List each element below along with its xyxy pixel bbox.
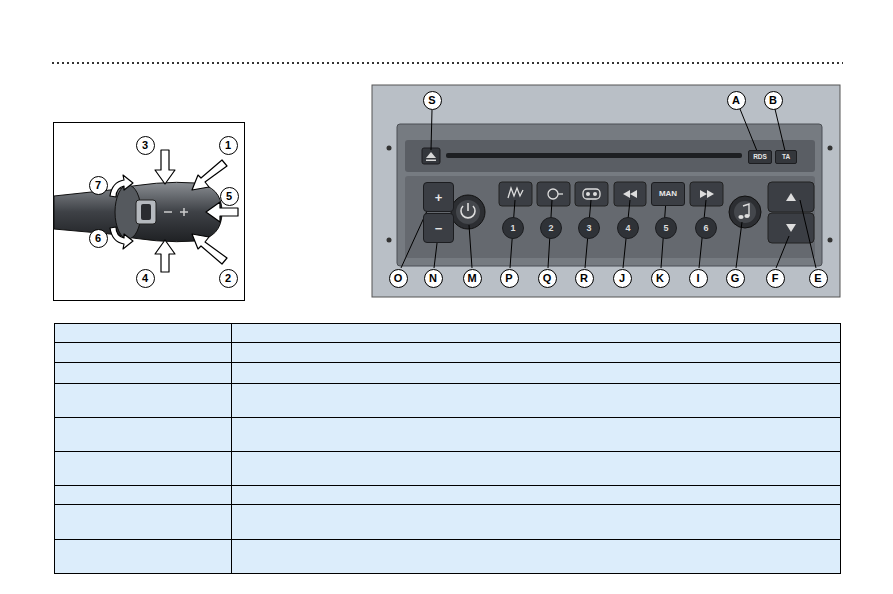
callout-letter: K xyxy=(651,269,670,288)
button-label: + xyxy=(435,191,443,204)
steering-stalk xyxy=(54,182,222,241)
callout-number: 4 xyxy=(136,269,155,288)
preset-button: 4 xyxy=(617,217,639,239)
button-label: 4 xyxy=(625,224,630,233)
callout-letter: R xyxy=(575,269,594,288)
stalk-frame xyxy=(54,123,245,301)
callout-number: 5 xyxy=(220,187,239,206)
callout-letter: G xyxy=(726,269,745,288)
callout-letter: M xyxy=(463,269,482,288)
leader-lines xyxy=(401,109,816,268)
callout-letter: A xyxy=(727,91,746,110)
button-label: 5 xyxy=(663,224,668,233)
preset-button: 3 xyxy=(578,217,600,239)
callout-number: 1 xyxy=(219,136,238,155)
callout-number: 7 xyxy=(89,176,108,195)
volume-up-button: + xyxy=(423,182,454,212)
motion-arrows xyxy=(110,150,238,272)
callout-number: 6 xyxy=(89,229,108,248)
button-label: MAN xyxy=(659,190,677,198)
button-label: 3 xyxy=(586,224,591,233)
callout-letter: P xyxy=(500,269,519,288)
callout-letter: I xyxy=(689,269,708,288)
callout-letter: B xyxy=(764,91,783,110)
manual-button: MAN xyxy=(651,182,685,206)
callout-number: 2 xyxy=(219,269,238,288)
preset-button: 5 xyxy=(655,217,677,239)
volume-down-button: − xyxy=(423,213,454,243)
button-label: TA xyxy=(782,154,790,161)
button-label: 6 xyxy=(703,224,708,233)
radio-unit xyxy=(372,85,840,297)
button-label: − xyxy=(435,222,443,235)
preset-button: 6 xyxy=(695,217,717,239)
dotted-rule xyxy=(52,62,843,64)
empty-table xyxy=(54,323,841,574)
button-label: RDS xyxy=(753,154,767,161)
preset-button: 2 xyxy=(540,217,562,239)
rds-button: RDS xyxy=(748,150,772,164)
ta-button: TA xyxy=(775,150,797,164)
callout-letter: E xyxy=(809,269,828,288)
callout-letter: J xyxy=(613,269,632,288)
preset-button: 1 xyxy=(502,217,524,239)
callout-number: 3 xyxy=(136,136,155,155)
callout-letter: O xyxy=(389,269,408,288)
callout-letter: N xyxy=(424,269,443,288)
callout-letter: Q xyxy=(538,269,557,288)
callout-letter: S xyxy=(423,91,442,110)
button-label: 1 xyxy=(510,224,515,233)
button-label: 2 xyxy=(548,224,553,233)
callout-letter: F xyxy=(766,269,785,288)
